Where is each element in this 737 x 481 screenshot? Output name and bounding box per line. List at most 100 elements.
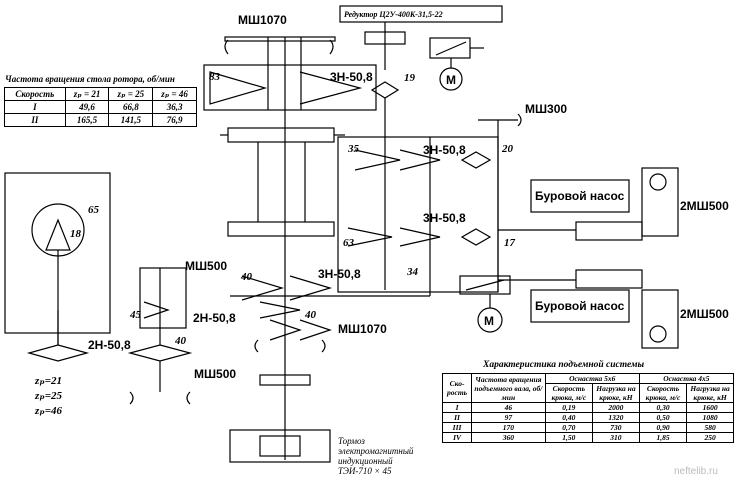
label-n40b: 40 bbox=[304, 309, 317, 321]
label-msh1070-bottom: МШ1070 bbox=[338, 322, 387, 336]
label-msh300: МШ300 bbox=[525, 102, 567, 116]
label-msh1070-top: МШ1070 bbox=[238, 13, 287, 27]
label-n40a: 40 bbox=[240, 271, 253, 283]
hoist-th-sub: Скорость крюка, м/с bbox=[638, 383, 688, 403]
rotor-cell: 36,3 bbox=[152, 100, 197, 114]
hoist-th-group1: Оснастка 5x6 bbox=[544, 373, 640, 384]
label-chain-mid2: 3Н-50,8 bbox=[423, 211, 466, 225]
brake-line: Тормоз bbox=[338, 436, 365, 446]
label-n19: 19 bbox=[404, 72, 416, 84]
table-row: IV 360 1,50 310 1,85 250 bbox=[441, 432, 734, 443]
hoist-cell: 0,90 bbox=[638, 422, 688, 433]
hoist-th-sub: Скорость крюка, м/с bbox=[544, 383, 594, 403]
hoist-cell: 310 bbox=[592, 432, 640, 443]
hoist-cell: 0,30 bbox=[638, 402, 688, 413]
label-msh500-bottom: МШ500 bbox=[194, 367, 236, 381]
hoist-cell: 0,19 bbox=[544, 402, 594, 413]
pump1-box bbox=[530, 179, 630, 213]
rotor-th-z25: zₚ = 25 bbox=[108, 87, 154, 101]
hoist-cell: 1320 bbox=[592, 412, 640, 423]
hoist-cell: 360 bbox=[471, 432, 546, 443]
pump1-motor-icon bbox=[649, 173, 667, 191]
label-n45: 45 bbox=[129, 309, 142, 321]
rotor-cell: 76,9 bbox=[152, 113, 197, 127]
brake-line: ТЭИ-710 × 45 bbox=[338, 466, 392, 476]
hoist-th-speed: Ско-рость bbox=[441, 373, 473, 403]
label-msh500-pump2: 2МШ500 bbox=[680, 307, 729, 321]
hoist-cell: IV bbox=[441, 432, 473, 443]
table-row: III 170 0,70 730 0,90 580 bbox=[441, 422, 734, 433]
rotor-th-z21: zₚ = 21 bbox=[64, 87, 110, 101]
pump2-box bbox=[530, 289, 630, 323]
hoist-cell: I bbox=[441, 402, 473, 413]
rotor-speed-table: Скорость zₚ = 21 zₚ = 25 zₚ = 46 I 49,6 … bbox=[4, 87, 197, 127]
label-n40c: 40 bbox=[174, 335, 187, 347]
hoist-th-sub: Нагрузка на крюке, кН bbox=[686, 383, 734, 403]
label-motor-top: М bbox=[446, 73, 456, 87]
label-chain-rotor: 2Н-50,8 bbox=[88, 338, 131, 352]
hoist-cell: 1,50 bbox=[544, 432, 594, 443]
hoist-cell: 97 bbox=[471, 412, 546, 423]
label-n34: 34 bbox=[406, 266, 419, 278]
hoist-cell: 580 bbox=[686, 422, 734, 433]
msh500-bottom-clutch-icon bbox=[129, 391, 191, 405]
hoist-cell: III bbox=[441, 422, 473, 433]
hoist-cell: 730 bbox=[592, 422, 640, 433]
table-row: II 97 0,40 1320 0,50 1080 bbox=[441, 412, 734, 423]
hoist-th-group2: Оснастка 4x5 bbox=[638, 373, 735, 384]
rotor-cell: I bbox=[4, 100, 66, 114]
hoist-cell: 2000 bbox=[592, 402, 640, 413]
hoist-table-title: Характеристика подъемной системы bbox=[483, 360, 645, 370]
hoist-cell: 0,70 bbox=[544, 422, 594, 433]
label-n63: 63 bbox=[343, 237, 355, 249]
label-n17: 17 bbox=[504, 237, 516, 249]
hoist-cell: 170 bbox=[471, 422, 546, 433]
hoist-cell: 1080 bbox=[686, 412, 734, 423]
label-chain-left: 2Н-50,8 bbox=[193, 311, 236, 325]
label-msh500-pump1: 2МШ500 bbox=[680, 199, 729, 213]
watermark: neftelib.ru bbox=[674, 466, 718, 477]
hoist-th-freq: Частота вращения подъемного вала, об/мин bbox=[471, 373, 546, 403]
table-row: II 165,5 141,5 76,9 bbox=[4, 113, 197, 127]
hoist-cell: II bbox=[441, 412, 473, 423]
rotor-table-title: Частота вращения стола ротора, об/мин bbox=[5, 74, 175, 84]
rotor-cell: 165,5 bbox=[64, 113, 110, 127]
rotor-th-speed: Скорость bbox=[4, 87, 66, 101]
table-row: I 49,6 66,8 36,3 bbox=[4, 100, 197, 114]
hoist-cell: 0,40 bbox=[544, 412, 594, 423]
label-n35: 35 bbox=[347, 143, 360, 155]
label-zp3: zₚ=46 bbox=[34, 405, 63, 417]
rotor-cell: 66,8 bbox=[108, 100, 154, 114]
label-n20: 20 bbox=[501, 143, 514, 155]
hoist-cell: 46 bbox=[471, 402, 546, 413]
pump2-motor-icon bbox=[649, 325, 667, 343]
msh1070-bottom-clutch-icon bbox=[254, 339, 326, 353]
brake-line: электромагнитный bbox=[338, 446, 414, 456]
msh300-clutch-icon bbox=[517, 113, 522, 127]
label-zp1: zₚ=21 bbox=[34, 375, 62, 387]
label-pump2: Буровой насос bbox=[535, 299, 625, 313]
rotor-cell: 141,5 bbox=[108, 113, 154, 127]
label-chain-low: 3Н-50,8 bbox=[318, 267, 361, 281]
table-row: I 46 0,19 2000 0,30 1600 bbox=[441, 402, 734, 413]
label-n65: 65 bbox=[88, 204, 100, 216]
brake-caption: Тормоз электромагнитный индукционный ТЭИ… bbox=[338, 436, 413, 476]
msh1070-top-clutch-icon bbox=[224, 39, 334, 55]
label-reducer: Редуктор Ц2У-400К-31,5-22 bbox=[344, 10, 443, 19]
hoist-cell: 0,50 bbox=[638, 412, 688, 423]
brake-box bbox=[229, 429, 331, 463]
label-n18: 18 bbox=[70, 228, 82, 240]
label-msh500-left: МШ500 bbox=[185, 259, 227, 273]
brake-line: индукционный bbox=[338, 456, 393, 466]
rotor-th-z46: zₚ = 46 bbox=[152, 87, 197, 101]
label-chain-mid1: 3Н-50,8 bbox=[423, 143, 466, 157]
hoist-cell: 1600 bbox=[686, 402, 734, 413]
hoist-characteristics-table: Ско-рость Частота вращения подъемного ва… bbox=[441, 373, 735, 443]
label-pump1: Буровой насос bbox=[535, 189, 625, 203]
hoist-cell: 250 bbox=[686, 432, 734, 443]
hoist-cell: 1,85 bbox=[638, 432, 688, 443]
rotor-cell: 49,6 bbox=[64, 100, 110, 114]
label-motor-lower: М bbox=[484, 314, 494, 328]
hoist-th-sub: Нагрузка на крюке, кН bbox=[592, 383, 640, 403]
